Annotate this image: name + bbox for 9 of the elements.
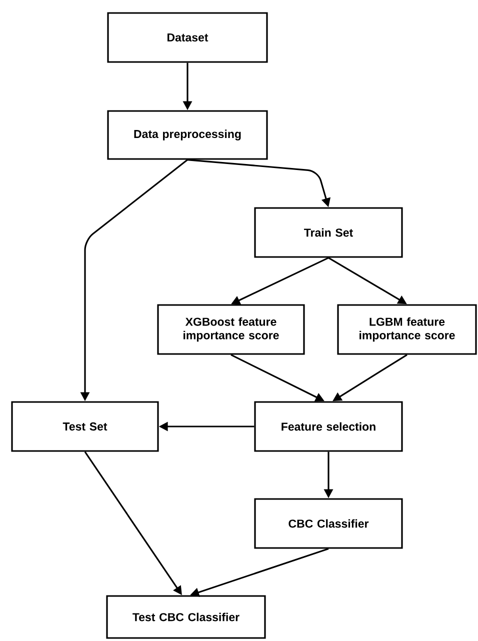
process-box: LGBM feature importance score [337,304,477,355]
process-box: XGBoost feature importance score [157,304,305,355]
process-box: Test Set [11,401,159,452]
process-box: Feature selection [254,401,403,452]
process-box: Test CBC Classifier [106,595,266,639]
process-box: Dataset [107,12,268,63]
process-box: CBC Classifier [254,498,403,549]
process-box: Data preprocessing [107,110,268,160]
process-box: Train Set [254,207,403,258]
